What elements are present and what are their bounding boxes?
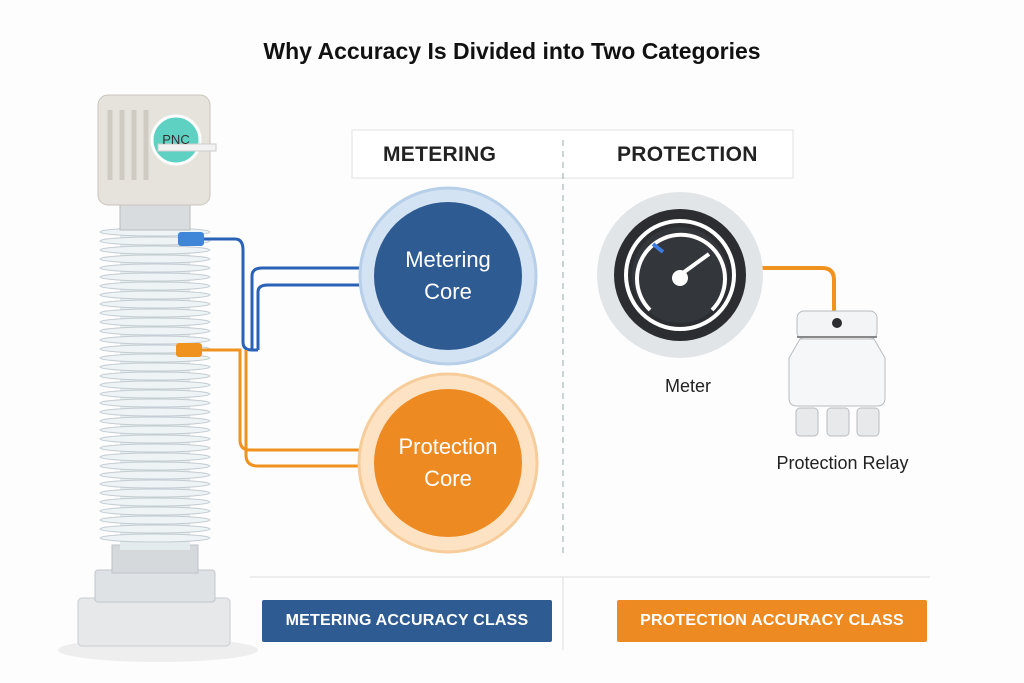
- metering-core: [374, 202, 522, 350]
- protection-wires: [202, 266, 836, 468]
- metering-wires: [204, 237, 360, 352]
- relay-label: Protection Relay: [776, 453, 909, 473]
- insulator-fin: [99, 443, 211, 453]
- insulator-fin: [99, 434, 211, 444]
- meter-icon: [597, 192, 763, 358]
- metering-core-label: Metering Core: [374, 244, 522, 308]
- insulator-fin: [99, 281, 211, 291]
- metering-header: METERING: [383, 143, 497, 166]
- insulator-fin: [99, 515, 211, 525]
- metering-core-line2: Core: [424, 279, 472, 304]
- svg-text:PNC: PNC: [162, 132, 189, 147]
- pnc-logo: [150, 114, 202, 166]
- insulator-fin: [99, 290, 211, 300]
- insulator-fin: [99, 470, 211, 480]
- insulator-fin: [99, 389, 211, 399]
- insulator-fin: [99, 533, 211, 543]
- insulator-fin: [99, 308, 211, 318]
- insulator-fin: [99, 398, 211, 408]
- insulator-fin: [99, 380, 211, 390]
- insulator-fin: [99, 245, 211, 255]
- current-transformer: PNC: [58, 94, 258, 662]
- metering-core-line1: Metering: [405, 247, 491, 272]
- insulator-fin: [99, 254, 211, 264]
- meter-label: Meter: [664, 376, 711, 396]
- protection-accuracy-class-badge: PROTECTION ACCURACY CLASS: [617, 600, 927, 642]
- insulator-fin: [99, 335, 211, 345]
- insulator-fin: [99, 317, 211, 327]
- insulator-fin: [99, 452, 211, 462]
- insulator-fin: [99, 506, 211, 516]
- page-title: Why Accuracy Is Divided into Two Categor…: [263, 38, 761, 64]
- insulator-fin: [99, 371, 211, 381]
- insulator-fin: [99, 488, 211, 498]
- protection-relay-icon: [788, 310, 886, 437]
- protection-header: PROTECTION: [617, 143, 758, 166]
- insulator-fin: [99, 461, 211, 471]
- protection-core-label: Protection Core: [374, 431, 522, 495]
- insulator-fin: [99, 263, 211, 273]
- insulator-fin: [99, 425, 211, 435]
- insulator-fin: [99, 362, 211, 372]
- insulator-fin: [99, 524, 211, 534]
- insulator-fin: [99, 299, 211, 309]
- insulator-fin: [99, 416, 211, 426]
- metering-accuracy-class-badge: METERING ACCURACY CLASS: [262, 600, 552, 642]
- insulator-fin: [99, 326, 211, 336]
- protection-core-line1: Protection: [398, 434, 498, 459]
- protection-core-line2: Core: [424, 466, 472, 491]
- insulator-fin: [99, 272, 211, 282]
- header-box: [351, 129, 794, 179]
- insulator-fin: [99, 407, 211, 417]
- insulator-fin: [99, 479, 211, 489]
- protection-core: [374, 389, 522, 537]
- insulator-fin: [99, 497, 211, 507]
